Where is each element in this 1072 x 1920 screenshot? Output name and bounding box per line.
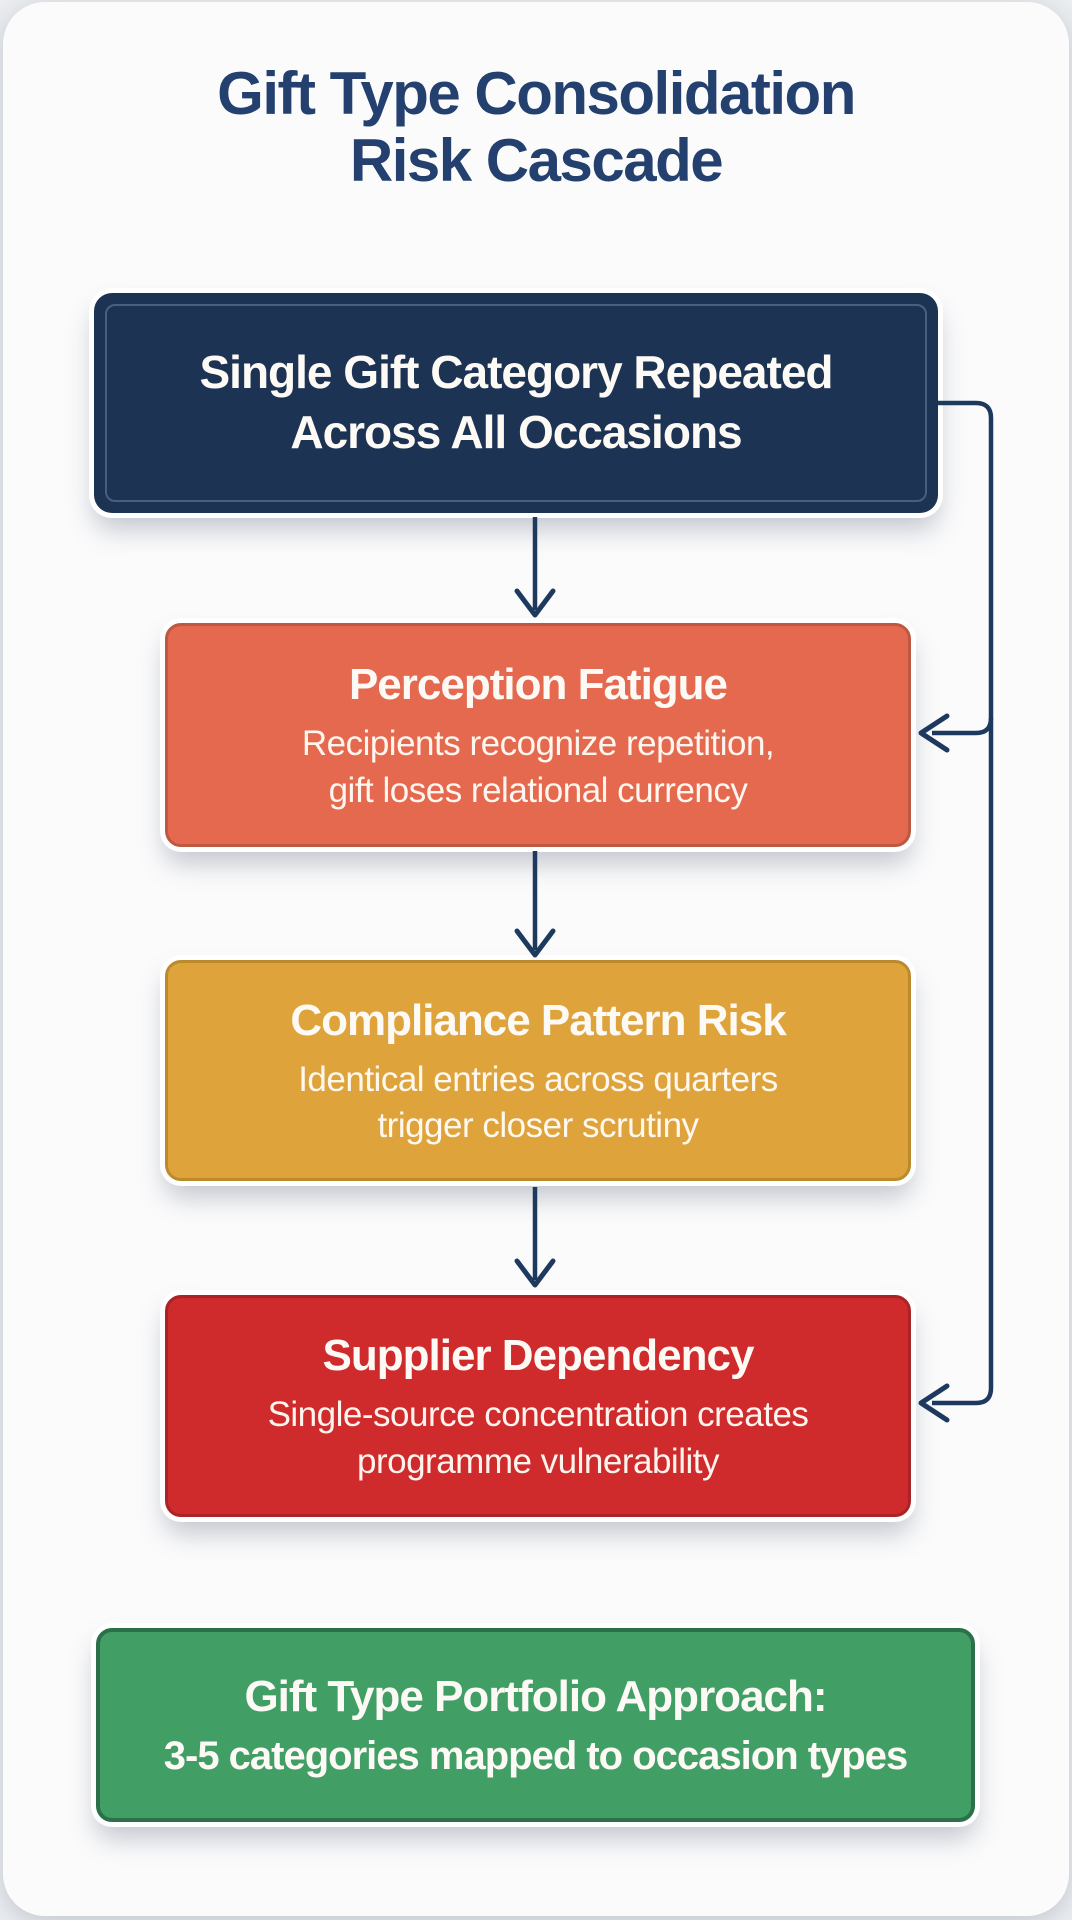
cascade-box-heading: Supplier Dependency [322,1331,755,1381]
cascade-box-supplier-dependency: Supplier Dependency Single-source concen… [165,1295,911,1517]
cascade-box-compliance-pattern-risk: Compliance Pattern Risk Identical entrie… [165,960,911,1181]
cascade-box-heading: Compliance Pattern Risk [290,995,786,1045]
outcome-box-subheading: 3-5 categories mapped to occasion types [163,1733,908,1778]
cascade-box-heading: Perception Fatigue [348,660,728,710]
outcome-box-portfolio-approach: Gift Type Portfolio Approach: 3-5 catego… [96,1628,975,1822]
diagram-title: Gift Type Consolidation Risk Cascade [217,60,856,195]
outcome-box-heading: Gift Type Portfolio Approach: [244,1672,827,1722]
cascade-box-perception-fatigue: Perception Fatigue Recipients recognize … [165,623,911,847]
cascade-box-subtitle: Single-source concentration creates prog… [267,1395,809,1481]
cascade-box-single-gift-category: Single Gift Category Repeated Across All… [94,293,938,513]
cascade-box-subtitle: Identical entries across quarters trigge… [298,1059,778,1146]
cascade-box-subtitle: Recipients recognize repetition, gift lo… [301,724,775,810]
cascade-box-heading: Single Gift Category Repeated Across All… [199,346,833,458]
